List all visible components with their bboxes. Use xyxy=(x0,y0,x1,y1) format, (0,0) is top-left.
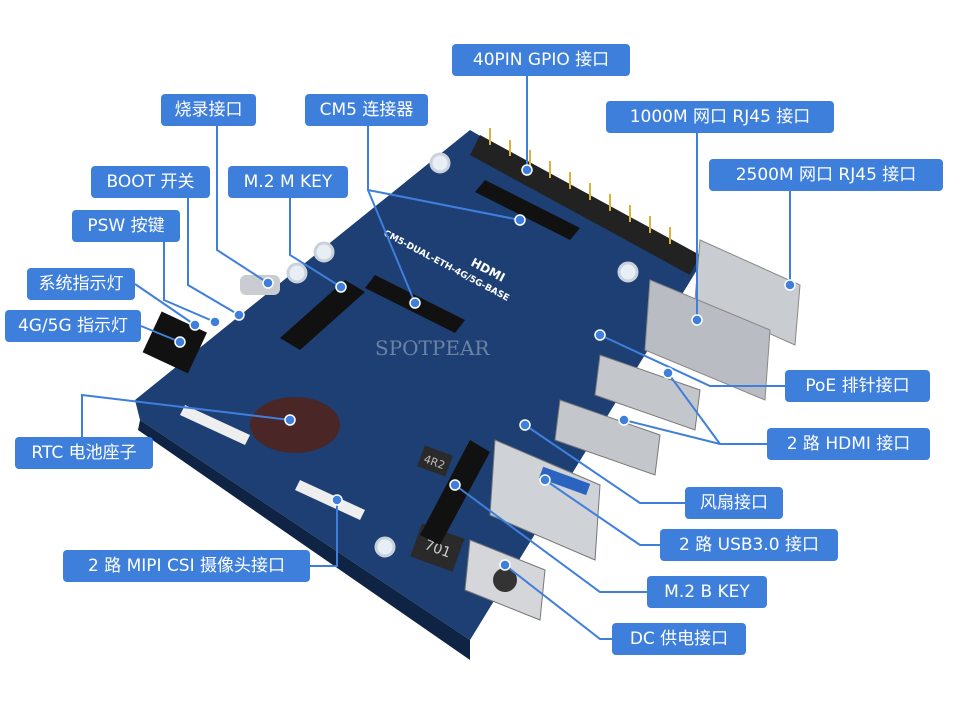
rj45-1000 xyxy=(644,279,771,401)
mounting-hole xyxy=(429,152,451,174)
label-fan-port: 风扇接口 xyxy=(685,487,783,519)
dc-jack-hole xyxy=(493,568,517,592)
label-rj45-1000m: 1000M 网口 RJ45 接口 xyxy=(606,101,834,133)
csi-connector-2 xyxy=(295,480,365,520)
pcb-edge xyxy=(138,420,470,660)
usb3-ports xyxy=(489,439,601,561)
cm5-connector-top xyxy=(475,180,580,240)
label-mipi-csi: 2 路 MIPI CSI 摄像头接口 xyxy=(63,550,310,582)
label-usb3: 2 路 USB3.0 接口 xyxy=(660,529,838,561)
csi-connector-1 xyxy=(180,405,250,445)
label-flash-port: 烧录接口 xyxy=(161,94,256,126)
label-boot-switch: BOOT 开关 xyxy=(91,166,210,198)
label-m2-m-key: M.2 M KEY xyxy=(228,166,348,198)
label-poe-header: PoE 排针接口 xyxy=(785,370,930,402)
leader-lines xyxy=(81,76,791,640)
mounting-hole xyxy=(617,261,639,283)
label-system-led: 系统指示灯 xyxy=(27,268,135,300)
label-gpio: 40PIN GPIO 接口 xyxy=(452,44,630,76)
mounting-hole xyxy=(286,262,308,284)
chip xyxy=(417,445,453,477)
label-4g5g-led: 4G/5G 指示灯 xyxy=(5,310,141,342)
label-rtc-holder: RTC 电池座子 xyxy=(15,437,153,469)
label-dc-power: DC 供电接口 xyxy=(612,623,746,655)
m2-m-slot xyxy=(280,280,365,350)
label-m2-b-key: M.2 B KEY xyxy=(647,576,767,608)
gpio-pins xyxy=(489,128,671,244)
watermark: SPOTPEAR xyxy=(375,336,490,360)
rtc-battery-holder xyxy=(250,397,340,453)
usb3-tongue xyxy=(539,466,591,496)
label-cm5-connector: CM5 连接器 xyxy=(305,94,428,126)
label-hdmi: 2 路 HDMI 接口 xyxy=(767,428,930,460)
mounting-hole xyxy=(313,241,335,263)
label-rj45-2500m: 2500M 网口 RJ45 接口 xyxy=(709,159,943,191)
mounting-hole xyxy=(374,536,396,558)
leader-dots xyxy=(174,164,796,571)
pcb-board xyxy=(135,130,700,640)
m2-b-slot xyxy=(420,440,490,545)
label-psw-button: PSW 按键 xyxy=(72,210,180,242)
